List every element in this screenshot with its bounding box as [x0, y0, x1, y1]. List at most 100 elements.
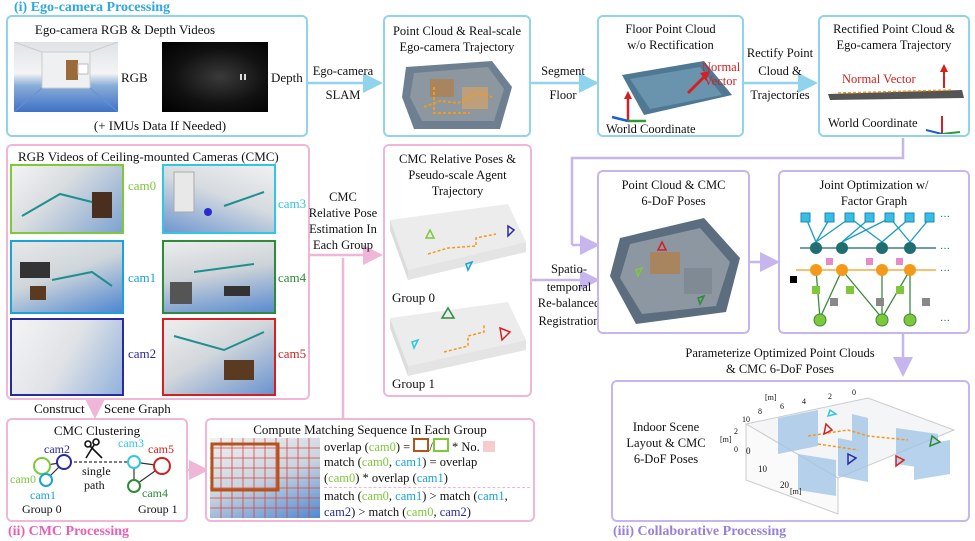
cam5-label: cam5 — [278, 346, 307, 361]
line4-text-a: match ( — [324, 489, 362, 503]
cluster-cam3-label: cam3 — [118, 436, 144, 450]
rectified-title-2: Ego-camera Trajectory — [836, 38, 952, 52]
section-title-ego: (i) Ego-camera Processing — [14, 0, 171, 15]
line4-text-c: , — [504, 489, 508, 503]
slam-label-2: SLAM — [325, 88, 361, 102]
cam3-label: cam3 — [278, 196, 307, 211]
line4-cam0: cam0 — [361, 489, 389, 503]
segment-label-1: Segment — [541, 64, 585, 78]
cluster-group1-label: Group 1 — [138, 502, 178, 516]
spatio-label-3: Re-balanced — [537, 296, 601, 310]
match-line-3: (cam0) * overlap (cam1) — [324, 471, 448, 486]
match-line-4: match (cam0, cam1) > match (cam1, — [324, 489, 508, 504]
overlap-grid-image — [210, 438, 320, 518]
construct-label: Construct — [34, 401, 85, 416]
line3-text-a: ( — [324, 471, 329, 485]
cam1-frame — [10, 240, 124, 314]
match-text-b: ) = overlap — [422, 455, 478, 469]
group0-label: Group 0 — [392, 290, 435, 305]
x-tick-10: 10 — [758, 464, 767, 474]
line5-cam2b: cam2 — [439, 505, 467, 519]
overlap-text-a: overlap ( — [324, 440, 369, 454]
rectified-world-coordinate-label: World Coordinate — [828, 116, 918, 130]
section-title-cmc: (ii) CMC Processing — [8, 524, 130, 539]
matching-title: Compute Matching Sequence In Each Group — [253, 422, 487, 437]
cam5-frame — [162, 318, 276, 396]
rgb-frame-image — [14, 42, 118, 112]
slam-label-1: Ego-camera — [312, 64, 374, 78]
group1-plot — [388, 300, 528, 380]
section-title-collab: (iii) Collaborative Processing — [613, 524, 787, 539]
clustering-graph — [33, 438, 171, 493]
cluster-cam5-label: cam5 — [148, 442, 174, 456]
cmc-pose-label-1: CMC — [329, 190, 357, 204]
factor-graph: ··· ··· ··· ··· — [790, 212, 950, 327]
line5-cam0: cam0 — [406, 505, 434, 519]
cmc-rel-title-3: Trajectory — [431, 184, 484, 198]
y-tick-10: 10 — [742, 415, 750, 424]
axis-unit-left: [m] — [720, 435, 732, 444]
svg-text:···: ··· — [940, 316, 950, 327]
line3-text-c: ) — [443, 471, 448, 485]
rectify-label-2: Cloud & — [758, 64, 802, 78]
single-path-label-2: path — [84, 478, 105, 492]
svg-text:···: ··· — [940, 212, 950, 223]
svg-text:···: ··· — [940, 244, 950, 255]
cmc-pose-label-3: Estimation In — [309, 222, 377, 236]
pc-traj-title-1: Point Cloud & Real-scale — [392, 24, 522, 38]
cmc-rel-title-2: Pseudo-scale Agent — [408, 168, 507, 182]
line3-text-b: ) * overlap ( — [355, 471, 417, 485]
svg-text:···: ··· — [940, 266, 950, 277]
parameterize-label-1: Parameterize Optimized Point Clouds — [685, 346, 875, 360]
floor-pc-title-1: Floor Point Cloud — [625, 22, 716, 36]
z-tick-2: 2 — [734, 427, 738, 436]
floor-pc-title-2: w/o Rectification — [627, 38, 714, 52]
depth-label: Depth — [271, 70, 303, 85]
point-cloud-image — [400, 57, 516, 133]
parameterize-label-2: & CMC 6-DoF Poses — [725, 362, 834, 376]
axis-unit-bottom: [m] — [790, 487, 802, 496]
dashed-divider — [324, 487, 530, 488]
group1-label: Group 1 — [392, 376, 435, 391]
rectify-label-1: Rectify Point — [746, 46, 814, 60]
layout-title-2: Layout & CMC — [626, 436, 706, 450]
cam0-frame — [10, 164, 124, 234]
divide-slash-icon: / — [429, 440, 433, 454]
line3-cam1: cam1 — [416, 471, 444, 485]
cam3-frame — [162, 164, 276, 234]
cam4-frame — [162, 240, 276, 314]
spatio-label-4: Registration — [538, 314, 600, 328]
overlap-green-box-icon — [432, 438, 449, 452]
match-line-1: overlap (cam0) = / * No. — [324, 438, 495, 455]
cluster-cam1-label: cam1 — [30, 488, 56, 502]
y-tick-4: 4 — [802, 397, 806, 406]
rectified-title-1: Rectified Point Cloud & — [833, 22, 955, 36]
match-line-2: match (cam0, cam1) = overlap — [324, 455, 477, 470]
line4-sep: , — [388, 489, 396, 503]
segment-label-2: Floor — [549, 88, 577, 102]
joint-opt-title-1: Joint Optimization w/ — [819, 178, 929, 192]
joint-opt-title-2: Factor Graph — [840, 194, 908, 208]
match-line-5: cam2) > match (cam0, cam2) — [324, 505, 471, 520]
line5-cam2: cam2 — [324, 505, 352, 519]
line4-cam1b: cam1 — [477, 489, 505, 503]
joint-optimization-box — [778, 170, 970, 334]
pc-cmc-title-2: 6-DoF Poses — [641, 194, 706, 208]
spatio-label-1: Spatio- — [550, 262, 588, 276]
x-tick-0: 0 — [746, 446, 751, 456]
line4-cam1: cam1 — [395, 489, 423, 503]
grid-cell-icon — [482, 441, 495, 452]
cluster-cam0-label: cam0 — [10, 472, 36, 486]
rectified-floor-image — [822, 60, 968, 134]
z-tick-0: 0 — [734, 445, 738, 454]
pc-traj-title-2: Ego-camera Trajectory — [399, 40, 515, 54]
match-text-a: match ( — [324, 455, 362, 469]
y-tick-0: 0 — [852, 388, 856, 397]
pc-cmc-image — [606, 212, 744, 330]
single-path-label-1: single — [82, 464, 111, 478]
rectified-normal-label: Normal Vector — [842, 72, 916, 86]
pc-cmc-title-1: Point Cloud & CMC — [621, 178, 726, 192]
cmc-pose-label-4: Each Group — [312, 238, 374, 252]
cluster-group0-label: Group 0 — [22, 502, 62, 516]
